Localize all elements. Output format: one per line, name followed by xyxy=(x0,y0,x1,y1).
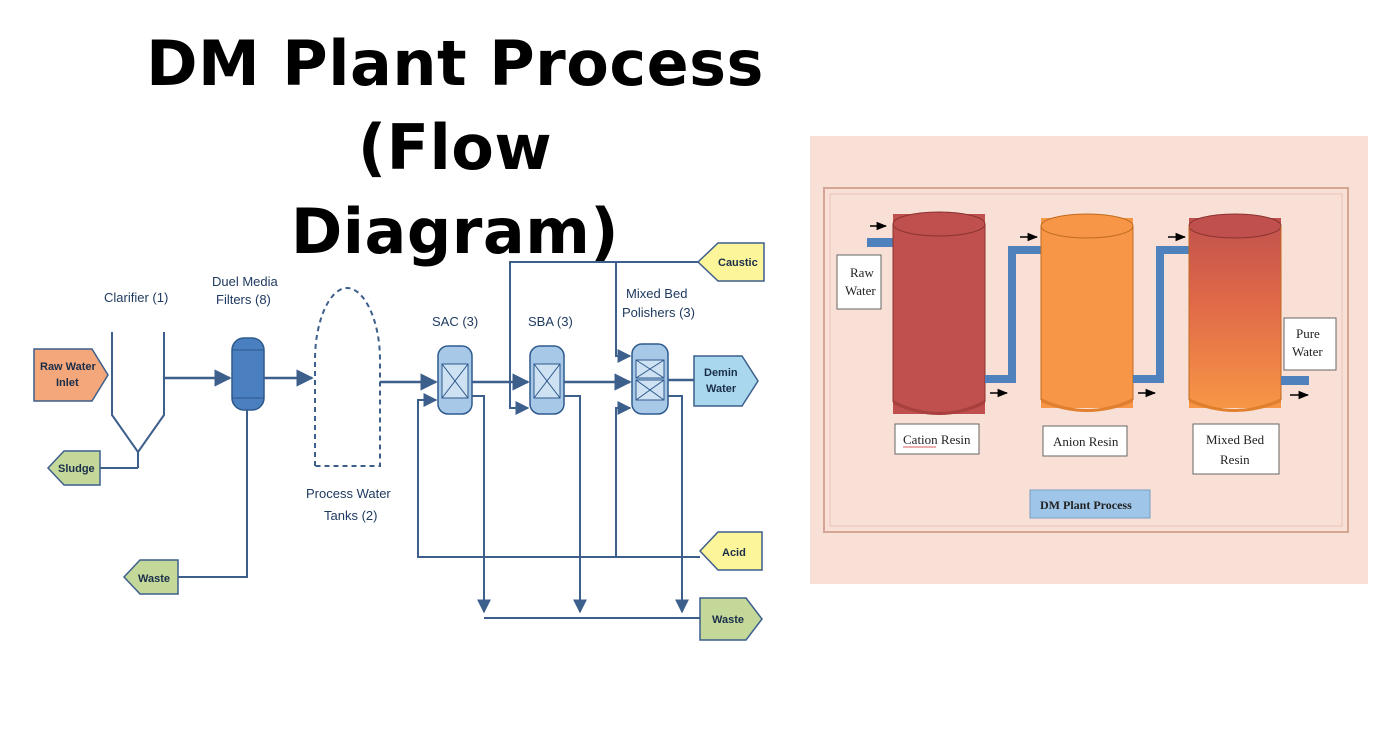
acid-tag xyxy=(698,531,763,571)
demin-water-label-2: Water xyxy=(706,383,737,395)
waste-bottom-label: Waste xyxy=(712,614,744,626)
cation-to-anion-pipe xyxy=(985,246,1041,383)
mixed-bed-label-box xyxy=(1192,423,1280,475)
anion-resin-vessel xyxy=(1040,213,1134,412)
pure-water-label-2: Water xyxy=(1292,344,1323,359)
sba-label: SBA (3) xyxy=(528,314,573,329)
mixed-bed-resin-label-2: Resin xyxy=(1220,452,1250,467)
footer-label: DM Plant Process xyxy=(1040,498,1132,512)
cation-resin-label: Cation Resin xyxy=(903,432,971,447)
resin-diagram-frame xyxy=(823,187,1349,533)
pure-water-box xyxy=(1283,317,1337,371)
title-line-1: DM Plant Process (Flow xyxy=(146,27,764,184)
footer-box xyxy=(1029,489,1151,519)
filter-waste-label: Waste xyxy=(138,573,170,585)
acid-to-sac-line xyxy=(417,393,700,558)
sba-waste-drop xyxy=(564,395,587,614)
filters-label-2: Filters (8) xyxy=(216,292,271,307)
clarifier-vessel xyxy=(111,332,165,468)
raw-water-inlet-tag xyxy=(33,348,109,402)
clarifier-label: Clarifier (1) xyxy=(104,290,168,305)
dual-media-filter-vessel xyxy=(231,337,265,411)
tanks-label-1: Process Water xyxy=(306,486,391,501)
flow-diagram: Clarifier (1) Raw Water Inlet Sludge Due… xyxy=(33,242,765,641)
filter-waste-line xyxy=(178,410,248,578)
sac-vessel xyxy=(437,345,473,415)
raw-water-inlet-label-2: Inlet xyxy=(56,377,79,389)
mixed-bed-vessel xyxy=(631,343,669,415)
raw-water-inlet-label-1: Raw Water xyxy=(40,361,97,373)
mixed-bed-label-1: Mixed Bed xyxy=(626,286,687,301)
cation-resin-vessel xyxy=(892,211,986,415)
page-title: DM Plant Process (Flow Diagram) xyxy=(40,22,870,274)
caustic-tag xyxy=(696,242,765,282)
filters-label-1: Duel Media xyxy=(212,274,279,289)
caustic-label: Caustic xyxy=(718,257,758,269)
waste-bottom-tag xyxy=(699,597,763,641)
acid-label: Acid xyxy=(722,547,746,559)
mixed-waste-drop xyxy=(668,395,689,614)
raw-water-label-2: Water xyxy=(845,283,876,298)
mixed-bed-label-2: Polishers (3) xyxy=(622,305,695,320)
tanks-label-2: Tanks (2) xyxy=(324,508,377,523)
anion-resin-label: Anion Resin xyxy=(1053,434,1119,449)
pure-water-label-1: Pure xyxy=(1296,326,1320,341)
sba-vessel xyxy=(529,345,565,415)
title-line-2: Diagram) xyxy=(290,195,620,268)
demin-water-label-1: Demin xyxy=(704,367,738,379)
caustic-to-mixed-line xyxy=(615,262,632,363)
caustic-to-sba-line xyxy=(509,261,698,415)
sludge-label: Sludge xyxy=(58,463,95,475)
mixed-bed-resin-label-1: Mixed Bed xyxy=(1206,432,1265,447)
resin-diagram: Raw Water xyxy=(810,136,1368,584)
sac-label: SAC (3) xyxy=(432,314,478,329)
outlet-pipe xyxy=(1281,376,1309,385)
inlet-pipe xyxy=(867,238,893,247)
raw-water-label-1: Raw xyxy=(850,265,874,280)
demin-water-tag xyxy=(693,355,759,407)
anion-to-mixed-pipe xyxy=(1133,246,1189,383)
cation-resin-label-box xyxy=(894,423,980,455)
acid-to-mixed-line xyxy=(615,401,632,557)
anion-resin-label-box xyxy=(1042,425,1128,457)
filter-waste-tag xyxy=(122,559,179,595)
sac-waste-drop xyxy=(472,395,491,614)
mixed-bed-resin-vessel xyxy=(1188,213,1282,412)
process-water-tanks xyxy=(314,286,381,467)
raw-water-box xyxy=(836,254,882,310)
